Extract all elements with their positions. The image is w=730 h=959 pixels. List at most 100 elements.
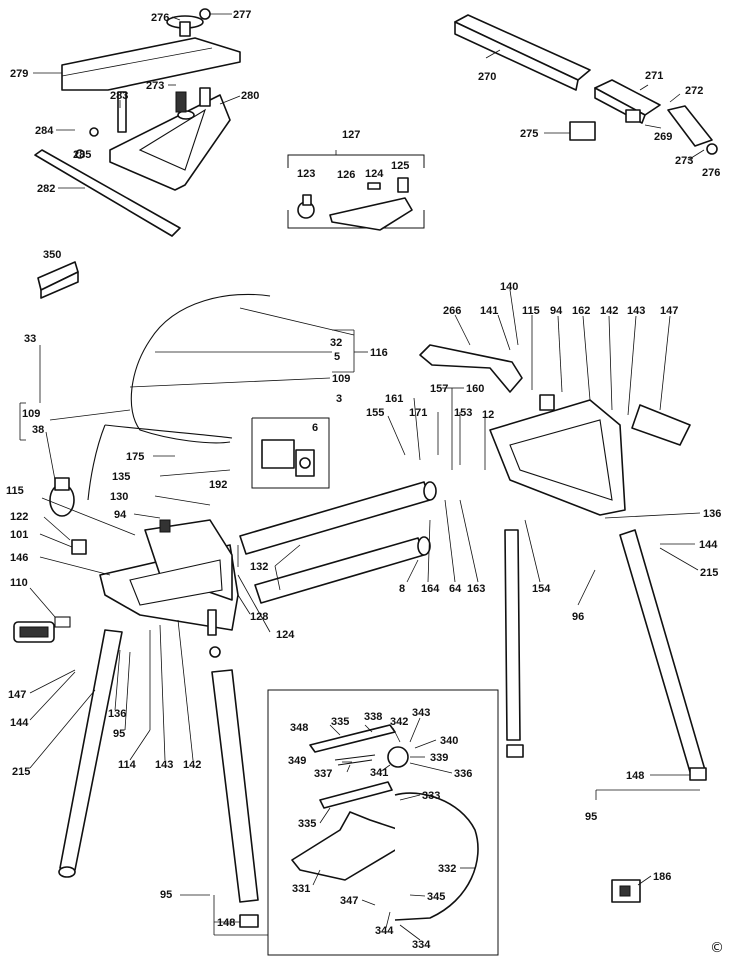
part-label: 270	[478, 71, 496, 83]
part-label: 146	[10, 552, 28, 564]
part-label: 186	[653, 871, 671, 883]
part-label: 331	[292, 883, 310, 895]
rip-fence-rail	[454, 14, 591, 91]
part-label: 12	[482, 409, 494, 421]
label-110	[54, 616, 71, 628]
part-label: 142	[600, 305, 618, 317]
part-label: 101	[10, 529, 28, 541]
part-label: 279	[10, 68, 28, 80]
part-label: 192	[209, 479, 227, 491]
part-label: 341	[370, 767, 388, 779]
part-label: 163	[467, 583, 485, 595]
part-label: 342	[390, 716, 408, 728]
part-label: 155	[366, 407, 384, 419]
label-plate-147	[13, 621, 55, 643]
leg-left-rear	[211, 669, 259, 928]
part-label: 349	[288, 755, 306, 767]
part-label: 282	[37, 183, 55, 195]
part-label: 162	[572, 305, 590, 317]
part-label: 338	[364, 711, 382, 723]
leg-right-rear	[619, 529, 707, 781]
handle-266	[419, 344, 523, 393]
leg-right-front	[504, 529, 524, 758]
part-label: 140	[500, 281, 518, 293]
part-label: 335	[298, 818, 316, 830]
part-label: 337	[314, 768, 332, 780]
part-label: 333	[422, 790, 440, 802]
fence-bracket	[569, 121, 596, 141]
part-label: 5	[334, 351, 340, 363]
part-label: 164	[421, 583, 440, 595]
part-label: 269	[654, 131, 672, 143]
part-label: 283	[110, 90, 128, 102]
part-label: 148	[217, 917, 235, 929]
part-label: 345	[427, 891, 445, 903]
knob-101	[71, 539, 87, 555]
part-label: 109	[332, 373, 350, 385]
mitre-gauge-rail	[34, 149, 181, 237]
rip-fence-clamp	[594, 79, 661, 124]
part-label: 147	[660, 305, 678, 317]
part-label: 171	[409, 407, 427, 419]
part-label: 335	[331, 716, 349, 728]
part-label: 124	[276, 629, 295, 641]
switch-box	[251, 417, 330, 489]
part-label: 38	[32, 424, 44, 436]
leader-lines	[19, 13, 705, 941]
part-label: 280	[241, 90, 259, 102]
part-label: 276	[151, 12, 169, 24]
part-label: 96	[572, 611, 584, 623]
part-label: 123	[297, 168, 315, 180]
part-label: 332	[438, 863, 456, 875]
part-label: 273	[146, 80, 164, 92]
part-label: 6	[312, 422, 318, 434]
grip-147	[631, 404, 691, 446]
part-label: 95	[113, 728, 125, 740]
kit-127-box	[287, 154, 425, 231]
part-label: 115	[6, 485, 24, 497]
part-label: 95	[585, 811, 597, 823]
part-label: 272	[685, 85, 703, 97]
power-cable	[87, 293, 271, 501]
part-label: 334	[412, 939, 431, 951]
copyright-symbol: ©	[710, 940, 724, 956]
part-label: 348	[290, 722, 308, 734]
part-label: 271	[645, 70, 663, 82]
part-label: 136	[703, 508, 721, 520]
part-label: 154	[532, 583, 551, 595]
part-label: 215	[12, 766, 30, 778]
mitre-gauge-fence	[61, 37, 241, 91]
part-label: 94	[550, 305, 563, 317]
part-label: 115	[522, 305, 540, 317]
right-housing	[489, 394, 626, 516]
part-label: 127	[342, 129, 360, 141]
part-label: 143	[155, 759, 173, 771]
part-number-labels: 276 277 279 273 283 280 284 285 282 270 …	[6, 9, 721, 951]
mitre-gauge-body	[75, 87, 231, 191]
part-label: 3	[336, 393, 342, 405]
part-label: 340	[440, 735, 458, 747]
part-label: 94	[114, 509, 127, 521]
part-label: 126	[337, 169, 355, 181]
part-label: 275	[520, 128, 538, 140]
part-label: 142	[183, 759, 201, 771]
cross-tube-lower	[254, 536, 431, 604]
part-label: 160	[466, 383, 484, 395]
part-label: 135	[112, 471, 130, 483]
part-label: 114	[118, 759, 137, 771]
mitre-gauge-knob	[166, 8, 211, 37]
part-label: 273	[675, 155, 693, 167]
part-label: 339	[430, 752, 448, 764]
part-label: 153	[454, 407, 472, 419]
part-label: 175	[126, 451, 144, 463]
part-label: 344	[375, 925, 394, 937]
part-label: 347	[340, 895, 358, 907]
part-label: 132	[250, 561, 268, 573]
part-label: 266	[443, 305, 461, 317]
cross-tube-upper	[239, 481, 437, 555]
part-label: 32	[330, 337, 342, 349]
part-label: 110	[10, 577, 28, 589]
wheel-kit-box	[267, 689, 499, 956]
